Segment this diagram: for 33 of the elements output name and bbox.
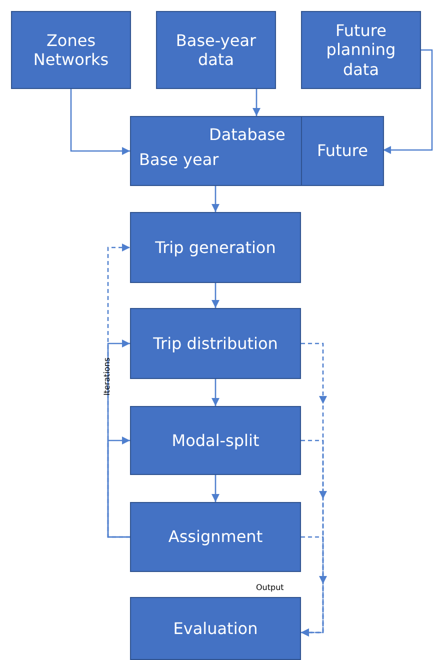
axis-note: Iterations: [102, 357, 112, 396]
process-box: [130, 308, 301, 379]
node-label: Database: [209, 125, 286, 144]
node-label: Trip generation: [154, 238, 277, 258]
arrow: [212, 379, 220, 406]
node-label: Base-year data: [174, 30, 258, 70]
node-label: Future planning data: [325, 21, 397, 79]
node-label: Future: [316, 141, 369, 161]
arrow: [107, 436, 130, 538]
process-box: [130, 502, 301, 572]
arrow: [212, 186, 220, 212]
arrow: [70, 89, 130, 155]
input-box: [11, 11, 131, 89]
arrow: [383, 49, 433, 154]
node-label: Modal-split: [170, 430, 260, 450]
arrow: [252, 89, 260, 116]
future-section: [301, 116, 384, 186]
input-box: [301, 11, 421, 89]
arrow: [212, 283, 220, 308]
arrow: [301, 536, 324, 636]
node-label: Zones Networks: [32, 30, 110, 70]
node-label: Assignment: [167, 527, 264, 547]
node-label: Evaluation: [172, 618, 259, 638]
node-label: Trip distribution: [152, 334, 279, 354]
node-label: Base year: [139, 150, 219, 170]
arrow: [212, 475, 220, 502]
output-note: Output: [256, 583, 284, 592]
output-box: [130, 597, 301, 660]
database-box: [130, 116, 383, 186]
process-box: [130, 406, 301, 475]
arrow: [107, 244, 130, 538]
input-box: [156, 11, 276, 89]
process-box: [130, 212, 301, 283]
